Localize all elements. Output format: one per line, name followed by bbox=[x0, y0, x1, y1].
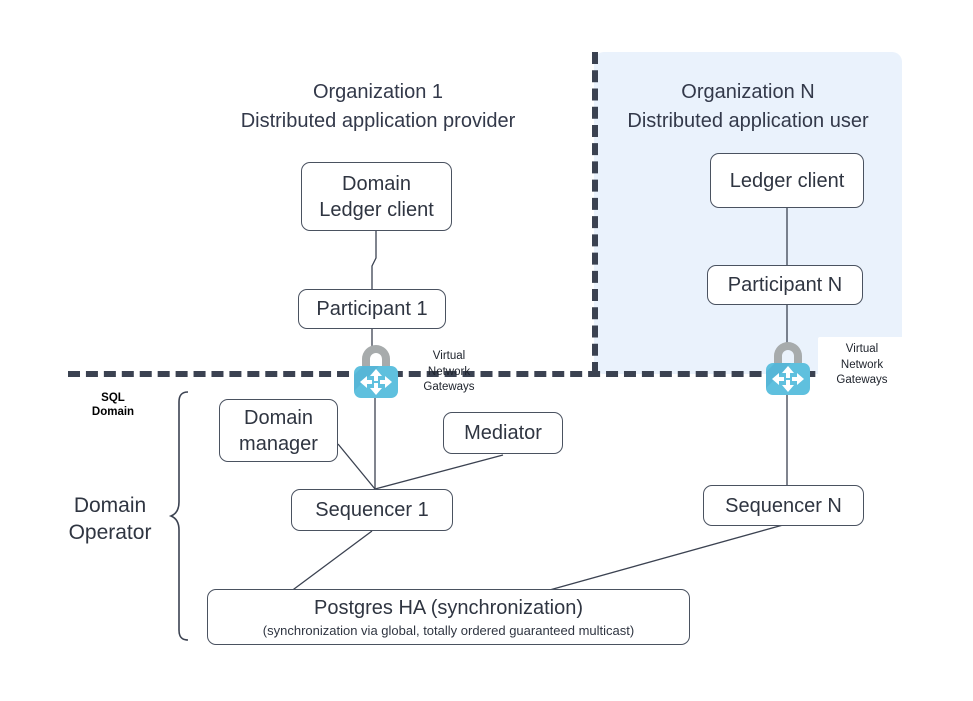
curly-brace bbox=[168, 391, 189, 641]
link-sequencer1-to-postgres bbox=[289, 530, 373, 593]
node-sequencer-n[interactable]: Sequencer N bbox=[703, 485, 864, 526]
vng-label-right: Virtual Network Gateways bbox=[818, 337, 906, 394]
node-participant-1[interactable]: Participant 1 bbox=[298, 289, 446, 329]
gateway-left-icon-wrap[interactable] bbox=[345, 336, 407, 398]
node-postgres-title: Postgres HA (synchronization) bbox=[313, 596, 583, 619]
node-participant-n[interactable]: Participant N bbox=[707, 265, 863, 305]
vng-left-line3: Gateways bbox=[423, 381, 475, 393]
org-domain-boundary-dashed-line bbox=[68, 371, 905, 377]
gateway-right-icon-wrap[interactable] bbox=[757, 333, 819, 395]
node-domain-ledger-client[interactable]: Domain Ledger client bbox=[301, 162, 452, 231]
node-sequencer-1-label: Sequencer 1 bbox=[315, 499, 429, 521]
domain-operator-line2: Operator bbox=[68, 521, 152, 544]
node-postgres-subtitle: (synchronization via global, totally ord… bbox=[262, 622, 635, 638]
lock-network-icon bbox=[354, 345, 398, 398]
domain-operator-label: Domain Operator bbox=[40, 492, 180, 546]
node-domain-ledger-client-line2: Ledger client bbox=[319, 198, 434, 221]
vng-right-line3: Gateways bbox=[836, 374, 888, 386]
domain-operator-line1: Domain bbox=[73, 494, 147, 517]
node-domain-manager-line1: Domain bbox=[244, 406, 313, 429]
node-domain-manager[interactable]: Domain manager bbox=[219, 399, 338, 462]
node-domain-ledger-client-line1: Domain bbox=[342, 172, 411, 195]
node-ledger-client[interactable]: Ledger client bbox=[710, 153, 864, 208]
organization-n-title: Organization N Distributed application u… bbox=[588, 78, 908, 136]
node-postgres-ha[interactable]: Postgres HA (synchronization) (synchroni… bbox=[207, 589, 690, 645]
lock-network-icon bbox=[766, 342, 810, 395]
node-mediator[interactable]: Mediator bbox=[443, 412, 563, 454]
organization-n-subtitle: Distributed application user bbox=[627, 110, 869, 132]
vng-left-line2: Network bbox=[427, 365, 471, 378]
node-domain-manager-line2: manager bbox=[239, 432, 318, 455]
node-mediator-label: Mediator bbox=[464, 422, 542, 444]
organization-n-panel bbox=[594, 52, 902, 374]
vng-right-line1: Virtual bbox=[845, 343, 879, 355]
organization-n-name: Organization N bbox=[681, 81, 815, 103]
link-domainmanager-to-sequencer1 bbox=[337, 443, 376, 490]
organization-1-name: Organization 1 bbox=[312, 81, 444, 103]
sql-domain-label: SQL Domain bbox=[78, 391, 148, 419]
node-participant-n-label: Participant N bbox=[727, 274, 843, 296]
link-mediator-to-sequencer1 bbox=[374, 454, 504, 490]
vng-right-line2: Network bbox=[840, 358, 884, 371]
link-ledger-to-participant1 bbox=[371, 231, 377, 291]
node-sequencer-1[interactable]: Sequencer 1 bbox=[291, 489, 453, 531]
sql-domain-line1: SQL bbox=[101, 392, 125, 404]
organization-1-title: Organization 1 Distributed application p… bbox=[218, 78, 538, 136]
organization-n-boundary-dashed-line bbox=[592, 52, 598, 374]
node-participant-1-label: Participant 1 bbox=[316, 298, 428, 320]
organization-1-subtitle: Distributed application provider bbox=[240, 110, 516, 132]
vng-label-left: Virtual Network Gateways bbox=[411, 349, 487, 396]
node-ledger-client-label: Ledger client bbox=[729, 169, 845, 192]
vng-left-line1: Virtual bbox=[432, 350, 466, 362]
link-sequencern-to-postgres bbox=[545, 524, 784, 592]
node-sequencer-n-label: Sequencer N bbox=[725, 494, 842, 517]
sql-domain-line2: Domain bbox=[91, 406, 135, 418]
